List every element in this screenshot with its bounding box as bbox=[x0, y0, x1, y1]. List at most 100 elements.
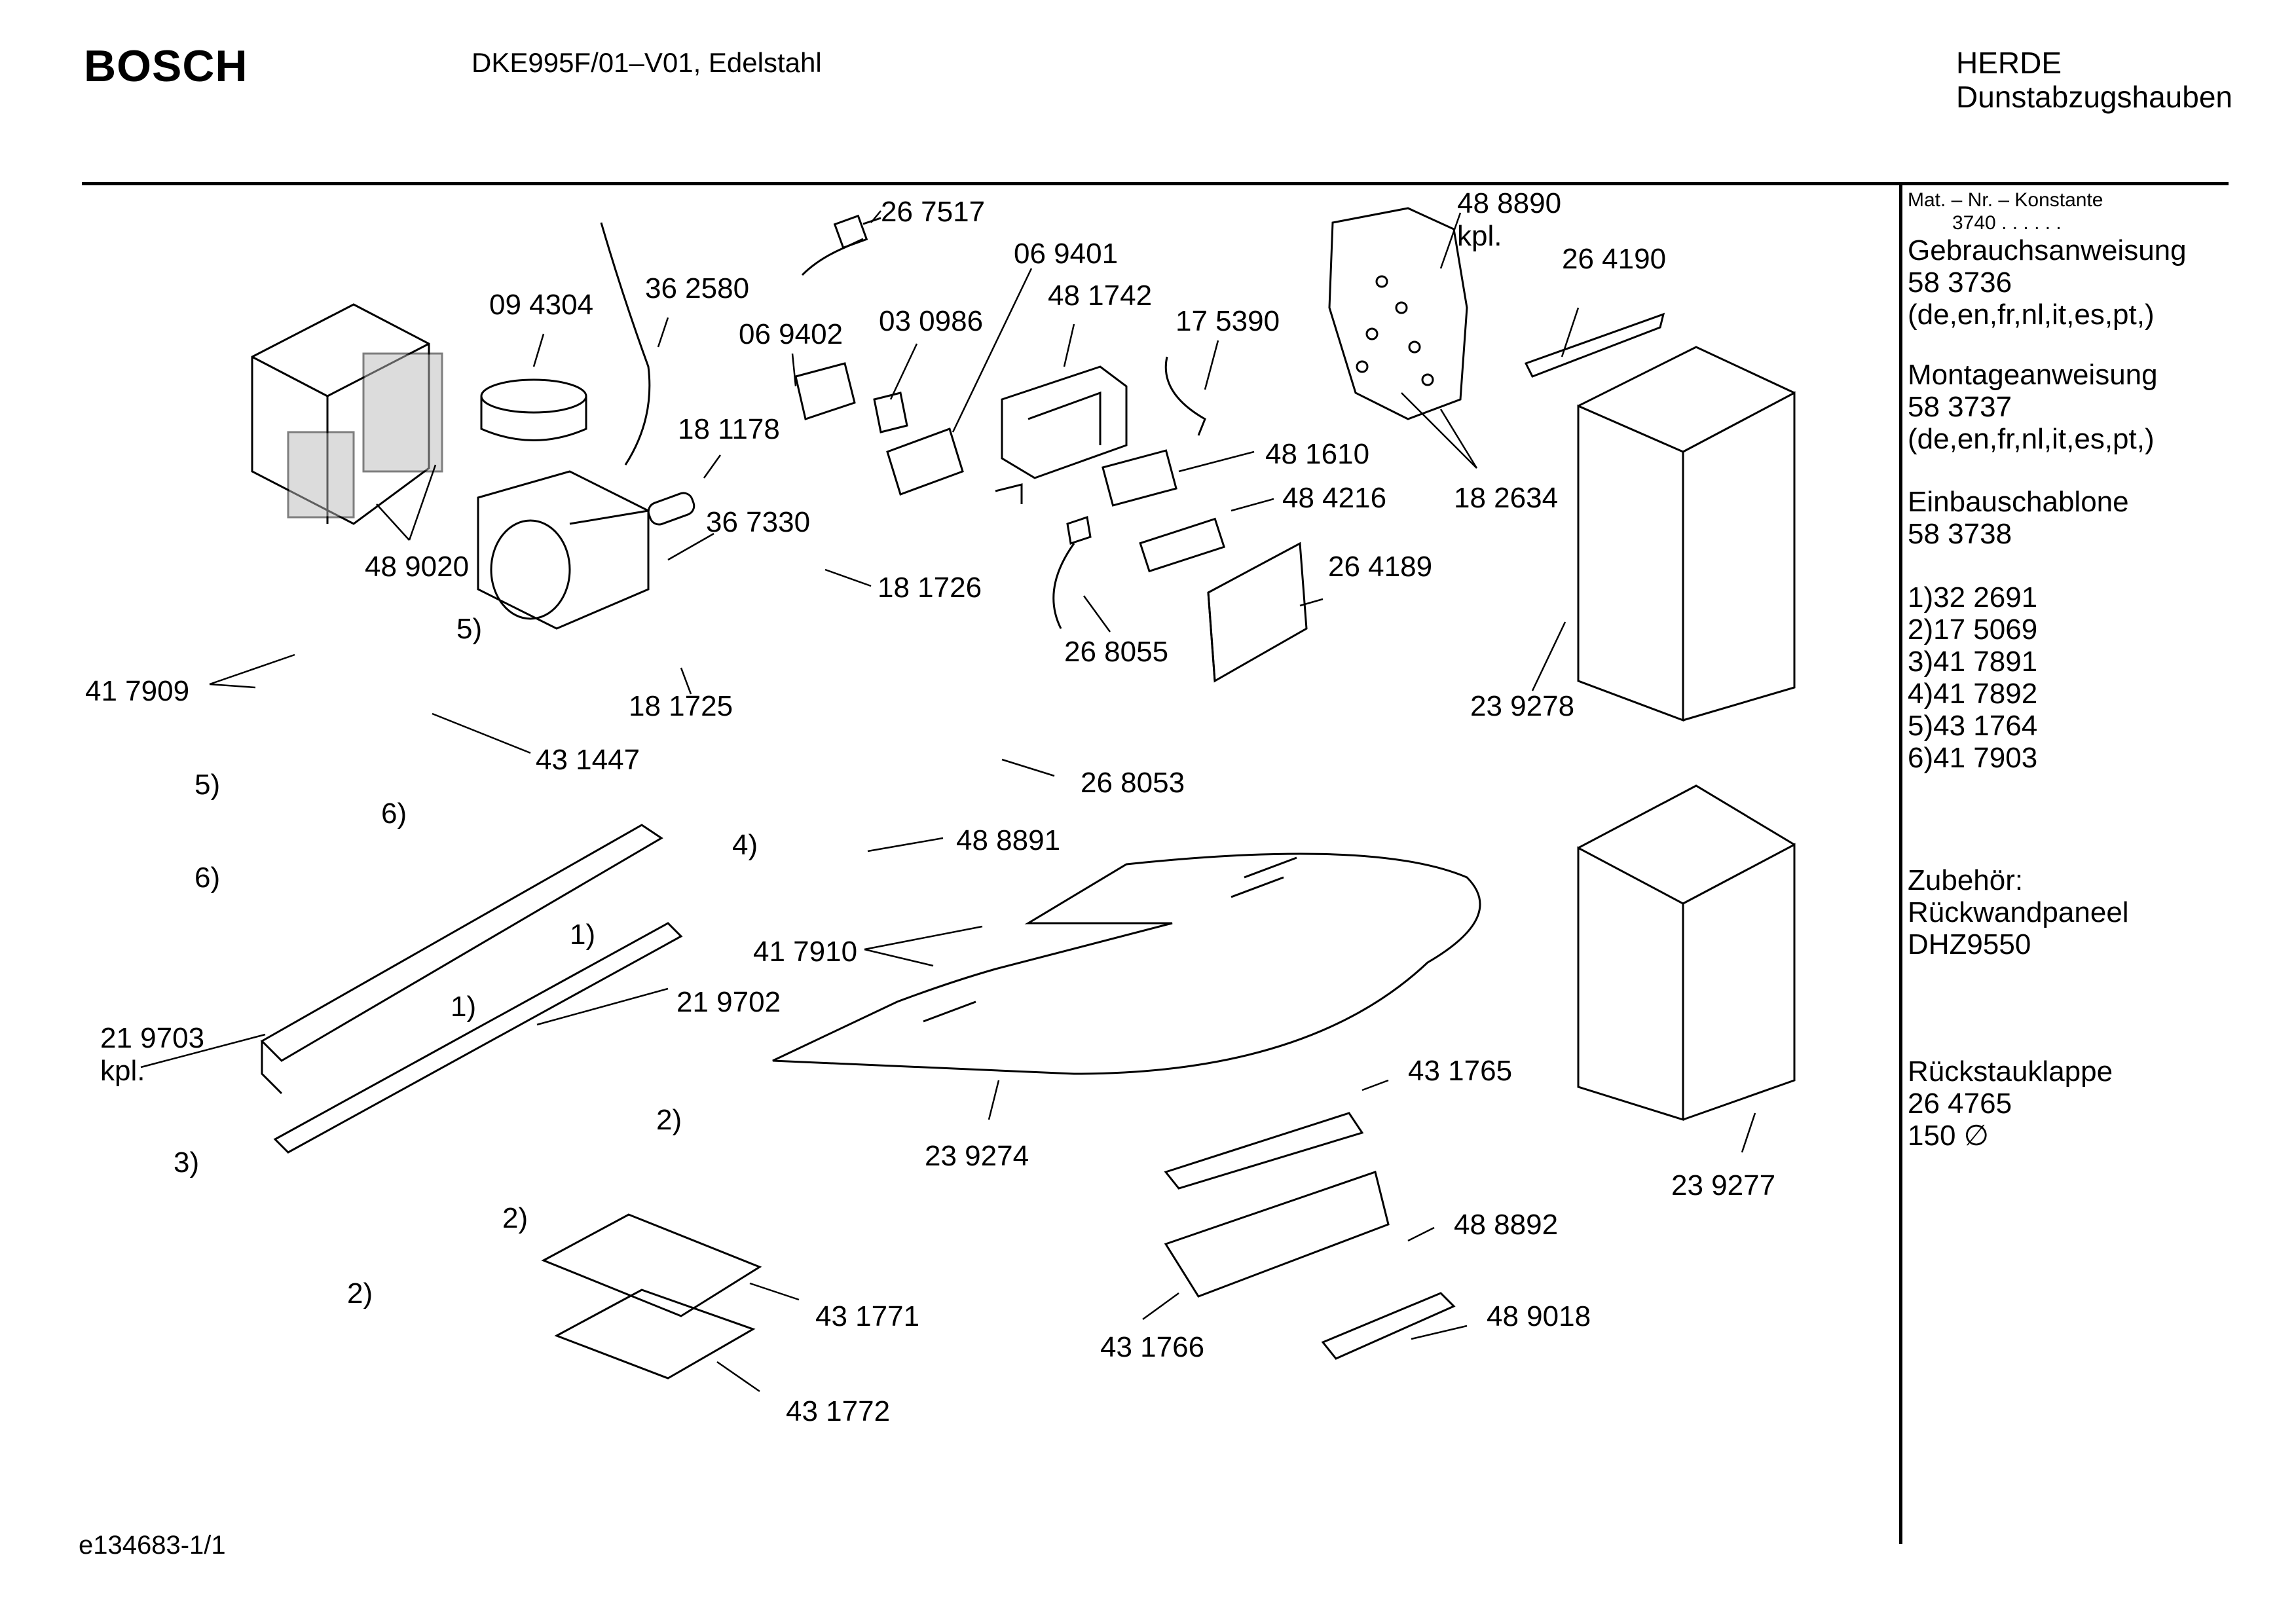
bridge-housing-part bbox=[995, 365, 1128, 504]
mounting-number: 58 3737 bbox=[1908, 391, 2012, 423]
part-label: 23 9277 bbox=[1671, 1169, 1775, 1201]
part-label: 48 8891 bbox=[956, 824, 1060, 856]
footnote-marker: 3) bbox=[174, 1146, 199, 1179]
footnote-marker: 2) bbox=[502, 1202, 528, 1234]
part-label: 36 2580 bbox=[645, 272, 749, 304]
valve-section: Rückstauklappe 26 4765 150 ∅ bbox=[1908, 1055, 2113, 1152]
power-cord-part bbox=[801, 214, 881, 276]
sidebar-divider bbox=[1899, 182, 1902, 1544]
fan-ring-part bbox=[480, 378, 587, 441]
category-label: HERDE Dunstabzugshauben bbox=[1956, 46, 2232, 114]
footnote-marker: 2) bbox=[656, 1104, 682, 1136]
part-label: 36 7330 bbox=[706, 506, 810, 538]
part-label: 23 9274 bbox=[925, 1140, 1029, 1172]
valve-title: Rückstauklappe bbox=[1908, 1055, 2113, 1088]
wire-part bbox=[1164, 356, 1206, 436]
footnote-marker: 6) bbox=[194, 862, 220, 894]
manual-number: 58 3736 bbox=[1908, 266, 2012, 299]
accessory-code: DHZ9550 bbox=[1908, 928, 2031, 961]
part-label: kpl. bbox=[100, 1055, 145, 1087]
accessory-title: Zubehör: bbox=[1908, 864, 2024, 896]
part-label: 48 1610 bbox=[1265, 438, 1369, 470]
manual-title: Gebrauchsanweisung bbox=[1908, 234, 2187, 266]
part-label: 43 1447 bbox=[536, 744, 640, 776]
cable-part bbox=[600, 222, 651, 466]
ballast-part bbox=[1102, 449, 1177, 507]
exploded-parts-diagram: 26 7517 06 9401 48 8890 kpl. 26 4190 09 … bbox=[85, 187, 1796, 1427]
accessory-section: Zubehör: Rückwandpaneel DHZ9550 bbox=[1908, 864, 2129, 961]
part-label: 48 4216 bbox=[1282, 482, 1386, 514]
part-label: 18 1726 bbox=[878, 572, 982, 604]
front-strip-part bbox=[260, 824, 683, 1154]
grease-filter-part bbox=[541, 1213, 762, 1380]
part-label: 41 7909 bbox=[85, 675, 189, 707]
template-section: Einbauschablone 58 3738 bbox=[1908, 486, 2129, 550]
valve-number: 26 4765 bbox=[1908, 1088, 2012, 1120]
switch-bracket-part bbox=[794, 362, 964, 496]
part-label: 17 5390 bbox=[1176, 305, 1280, 337]
part-label: 48 8890 bbox=[1457, 187, 1561, 219]
part-label: 26 7517 bbox=[881, 196, 985, 228]
category-line-2: Dunstabzugshauben bbox=[1956, 80, 2232, 114]
chimney-upper-part bbox=[1577, 346, 1796, 722]
part-labels: 26 7517 06 9401 48 8890 kpl. 26 4190 09 … bbox=[85, 187, 1775, 1427]
mat-nr-value: 3740 . . . . . . bbox=[1952, 212, 2062, 234]
part-label: 03 0986 bbox=[879, 305, 983, 337]
part-label: 43 1766 bbox=[1100, 1331, 1204, 1363]
part-label: kpl. bbox=[1457, 220, 1502, 252]
footnote-item: 1)32 2691 bbox=[1908, 581, 2038, 614]
model-title: DKE995F/01–V01, Edelstahl bbox=[472, 47, 822, 78]
part-label: 26 4189 bbox=[1328, 551, 1432, 583]
part-label: 26 8055 bbox=[1064, 636, 1168, 668]
fan-motor-part bbox=[477, 470, 650, 630]
glass-canopy-part bbox=[772, 852, 1481, 1075]
part-label: 23 9278 bbox=[1470, 690, 1574, 722]
lamp-holder-part bbox=[1052, 516, 1092, 629]
leader-lines bbox=[140, 210, 1756, 1393]
footnote-item: 5)43 1764 bbox=[1908, 710, 2038, 742]
part-label: 26 4190 bbox=[1562, 243, 1666, 275]
part-label: 48 8892 bbox=[1454, 1209, 1558, 1241]
part-label: 48 9018 bbox=[1487, 1300, 1591, 1332]
control-board-part bbox=[1321, 1292, 1456, 1360]
footnote-marker: 5) bbox=[194, 769, 220, 801]
part-label: 26 8053 bbox=[1081, 767, 1185, 799]
electronics-box-part bbox=[1207, 541, 1308, 683]
control-panel-part bbox=[1164, 1112, 1390, 1298]
footnote-item: 6)41 7903 bbox=[1908, 742, 2038, 774]
mounting-section: Montageanweisung 58 3737 (de,en,fr,nl,it… bbox=[1908, 359, 2158, 455]
footnote-marker: 5) bbox=[456, 613, 482, 645]
sidebar: Mat. – Nr. – Konstante 3740 . . . . . . … bbox=[1908, 189, 2187, 331]
part-label: 18 2634 bbox=[1454, 482, 1558, 514]
footnote-item: 3)41 7891 bbox=[1908, 646, 2038, 678]
footnote-marker: 1) bbox=[570, 919, 595, 951]
part-label: 43 1772 bbox=[786, 1395, 890, 1427]
category-line-1: HERDE bbox=[1956, 46, 2062, 80]
brand-logo: BOSCH bbox=[84, 41, 248, 91]
footnote-marker: 4) bbox=[732, 829, 758, 861]
valve-size: 150 ∅ bbox=[1908, 1120, 1989, 1152]
part-label: 06 9401 bbox=[1014, 238, 1118, 270]
accessory-name: Rückwandpaneel bbox=[1908, 896, 2129, 928]
footnote-marker: 1) bbox=[451, 991, 476, 1023]
footnote-list: 1)32 2691 2)17 5069 3)41 7891 4)41 7892 … bbox=[1908, 581, 2037, 774]
wall-bracket-part bbox=[1524, 312, 1665, 378]
footnote-marker: 6) bbox=[381, 797, 407, 830]
part-label: 48 9020 bbox=[365, 551, 469, 583]
capacitor-part bbox=[647, 492, 695, 526]
header-divider bbox=[82, 182, 2229, 185]
part-label: 21 9703 bbox=[100, 1022, 204, 1054]
document-id: e134683-1/1 bbox=[79, 1531, 226, 1560]
part-label: 06 9402 bbox=[739, 318, 843, 350]
part-label: 21 9702 bbox=[676, 986, 781, 1018]
mounting-title: Montageanweisung bbox=[1908, 359, 2158, 391]
chimney-lower-part bbox=[1577, 784, 1796, 1122]
footnote-item: 2)17 5069 bbox=[1908, 614, 2038, 646]
part-label: 09 4304 bbox=[489, 289, 593, 321]
mat-nr-label: Mat. – Nr. – Konstante bbox=[1908, 189, 2103, 211]
part-label: 41 7910 bbox=[753, 936, 857, 968]
filter-housing-part bbox=[251, 303, 443, 525]
template-title: Einbauschablone bbox=[1908, 486, 2129, 518]
footnote-marker: 2) bbox=[347, 1277, 373, 1310]
part-label: 18 1178 bbox=[678, 413, 780, 445]
